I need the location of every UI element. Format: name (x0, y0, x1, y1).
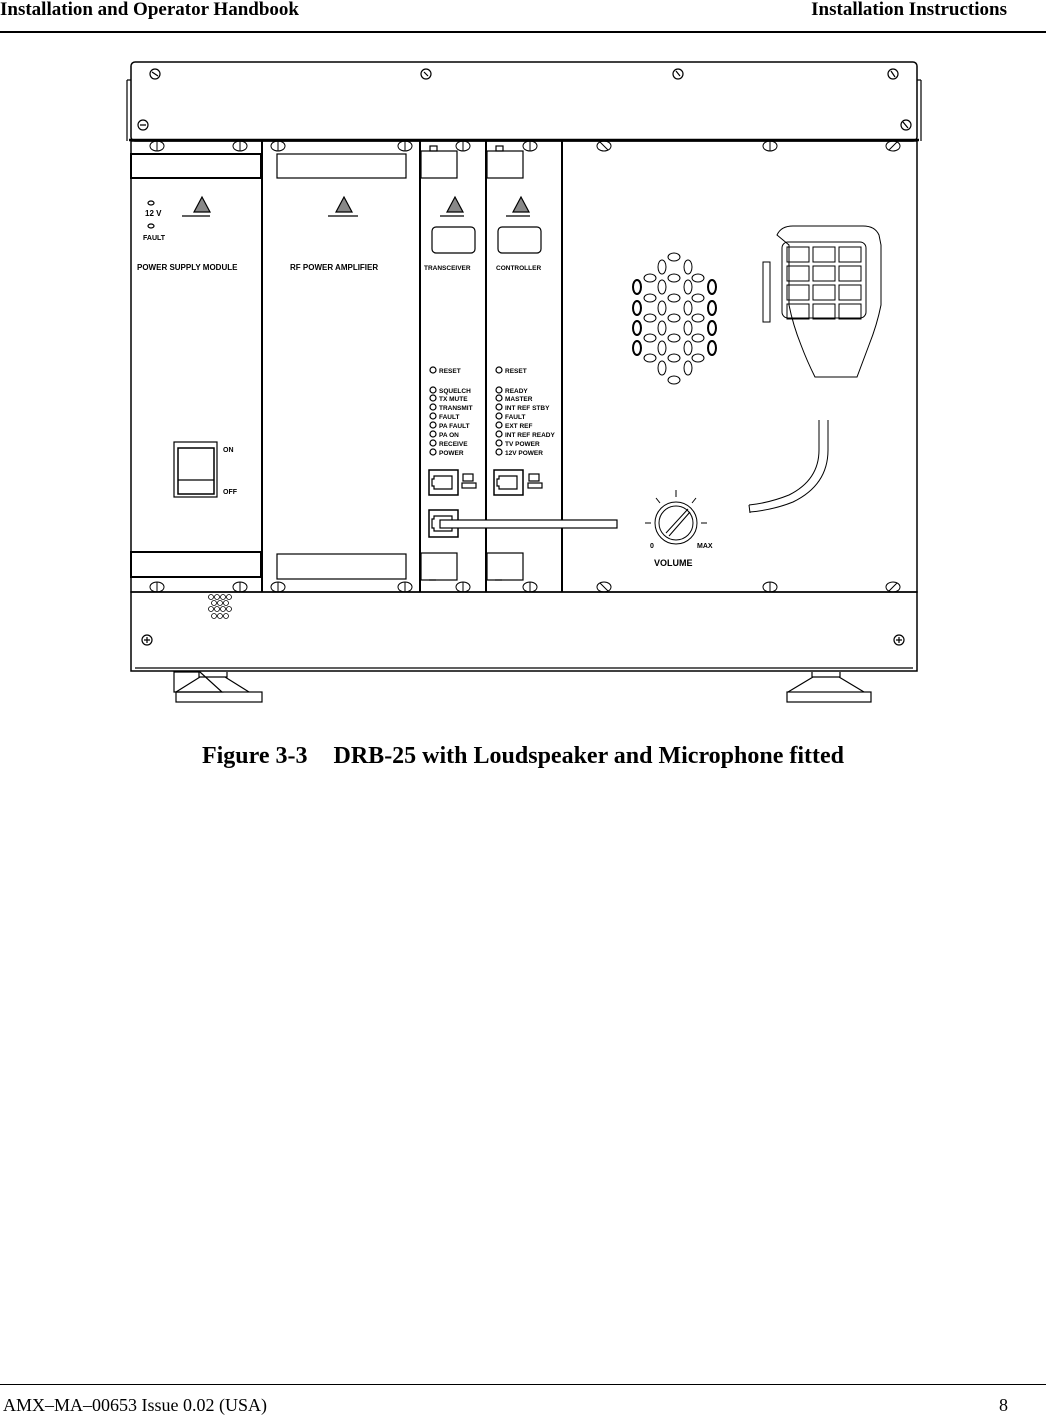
svg-text:FAULT: FAULT (505, 414, 525, 421)
footer-rule (0, 1384, 1046, 1385)
svg-text:MASTER: MASTER (505, 396, 533, 403)
computer-icon (527, 473, 543, 489)
foot-left (173, 671, 263, 703)
equipment-figure: 12 V FAULT POWER SUPPLY MODULE ON OFF RF… (126, 61, 922, 703)
svg-text:CONTROLLER: CONTROLLER (496, 265, 541, 272)
svg-text:PA ON: PA ON (439, 432, 459, 439)
svg-text:OFF: OFF (223, 489, 238, 496)
svg-text:READY: READY (505, 388, 528, 395)
cover-screw-icons (137, 68, 912, 131)
svg-text:SQUELCH: SQUELCH (439, 388, 471, 395)
svg-text:RESET: RESET (505, 368, 527, 375)
rj45-port-icon (493, 469, 524, 496)
section-title: Installation Instructions (811, 0, 1007, 20)
cable (439, 519, 618, 529)
rj45-port-icon (428, 469, 459, 496)
loudspeaker-grille-icon (632, 252, 717, 385)
document-id: AMX–MA–00653 Issue 0.02 (USA) (3, 1395, 267, 1415)
svg-text:RESET: RESET (439, 368, 461, 375)
svg-text:PA FAULT: PA FAULT (439, 423, 470, 430)
volume-knob: 0 MAX (645, 490, 713, 550)
svg-text:12 V: 12 V (145, 209, 162, 218)
svg-text:ON: ON (223, 447, 234, 454)
svg-text:0: 0 (650, 543, 654, 550)
svg-text:INT REF STBY: INT REF STBY (505, 405, 550, 412)
controller-module: CONTROLLER RESET READY MASTER INT REF ST… (486, 145, 556, 581)
svg-text:TRANSCEIVER: TRANSCEIVER (424, 265, 471, 272)
svg-text:FAULT: FAULT (439, 414, 459, 421)
figure-number: Figure 3-3 (201, 743, 308, 769)
svg-text:TV POWER: TV POWER (505, 441, 540, 448)
logo-icon (182, 195, 211, 217)
figure-title: DRB-25 with Loudspeaker and Microphone f… (333, 743, 845, 769)
transceiver-module: TRANSCEIVER RESET SQUELCH TX MUTE TRANSM… (420, 145, 477, 581)
svg-text:FAULT: FAULT (143, 235, 166, 242)
svg-text:MAX: MAX (697, 543, 713, 550)
rf-amplifier-module: RF POWER AMPLIFIER (276, 153, 407, 580)
foot-right (786, 672, 872, 703)
svg-text:POWER: POWER (439, 450, 464, 457)
svg-text:POWER SUPPLY MODULE: POWER SUPPLY MODULE (137, 263, 238, 272)
svg-text:TX MUTE: TX MUTE (439, 396, 468, 403)
handbook-title: Installation and Operator Handbook (0, 0, 299, 20)
page-header: Installation and Operator Handbook Insta… (0, 0, 1046, 34)
header-rule (0, 31, 1046, 33)
power-supply-module: 12 V FAULT POWER SUPPLY MODULE ON OFF (130, 153, 262, 578)
svg-text:INT REF READY: INT REF READY (505, 432, 556, 439)
power-switch (173, 441, 218, 498)
volume-label: VOLUME (654, 558, 693, 568)
computer-icon (461, 473, 477, 489)
svg-text:TRANSMIT: TRANSMIT (439, 405, 473, 412)
figure-caption: Figure 3-3 DRB-25 with Loudspeaker and Mi… (0, 743, 1046, 770)
svg-text:RECEIVE: RECEIVE (439, 441, 468, 448)
vent-holes-icon (208, 594, 232, 619)
page-number: 8 (999, 1395, 1008, 1415)
svg-text:EXT REF: EXT REF (505, 423, 532, 430)
microphone-icon (748, 225, 882, 514)
top-cover (126, 61, 922, 142)
svg-text:RF POWER AMPLIFIER: RF POWER AMPLIFIER (290, 263, 378, 272)
svg-text:12V POWER: 12V POWER (505, 450, 543, 457)
base-plinth (130, 591, 918, 672)
rail-screw-icons (149, 140, 901, 593)
